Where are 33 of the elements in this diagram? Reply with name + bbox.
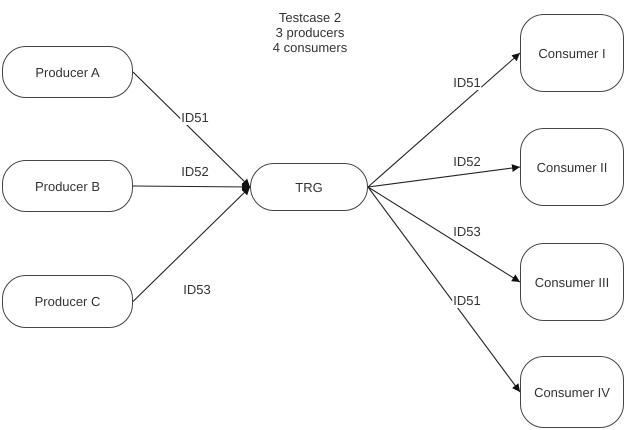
rounded-box <box>250 163 368 211</box>
rounded-box <box>520 128 624 206</box>
note-text: 4 consumers <box>272 40 348 55</box>
edge-label: ID53 <box>182 283 212 297</box>
rounded-box <box>520 243 624 321</box>
node-label: Consumer III <box>534 274 610 290</box>
rounded-box <box>520 14 624 92</box>
node-label: Producer A <box>35 64 100 80</box>
rounded-box <box>2 160 133 212</box>
edge-label: ID51 <box>452 76 482 90</box>
node-label: Consumer IV <box>534 384 610 400</box>
arrow <box>368 186 520 282</box>
edge-label: ID53 <box>452 225 482 239</box>
rounded-box <box>520 356 624 428</box>
arrow <box>368 52 520 188</box>
edge-label: ID52 <box>180 165 210 179</box>
diagram-title: Testcase 2 <box>278 10 342 25</box>
edge-label: ID51 <box>452 294 482 308</box>
rounded-box <box>2 275 133 328</box>
arrow <box>368 186 520 392</box>
arrow <box>133 182 250 191</box>
node-label: TRG <box>295 180 323 194</box>
node-label: Consumer II <box>536 160 608 174</box>
note-text: 3 producers <box>274 25 346 40</box>
node-label: Producer B <box>34 178 100 194</box>
rounded-box <box>2 46 133 98</box>
arrow <box>368 164 520 188</box>
arrow <box>132 186 250 302</box>
edge-label: ID52 <box>452 155 482 169</box>
node-label: Producer C <box>34 294 100 309</box>
edge-label: ID51 <box>180 111 210 125</box>
arrow <box>132 72 250 188</box>
node-label: Consumer I <box>538 46 606 60</box>
